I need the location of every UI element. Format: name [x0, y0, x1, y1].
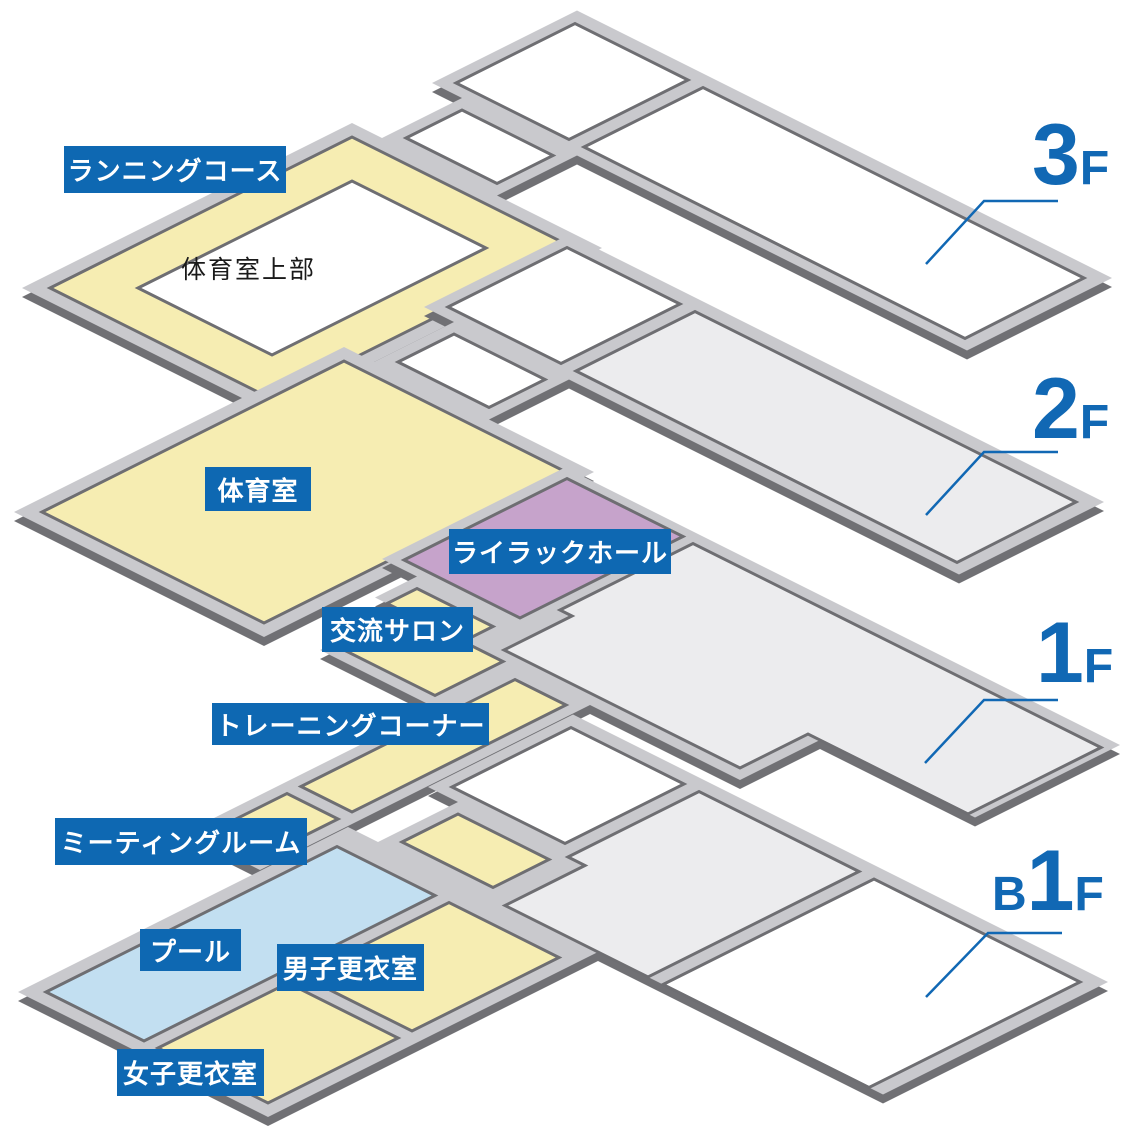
leader-line-1f: [924, 698, 1058, 764]
floor-tag-1f-suffix: F: [1083, 640, 1113, 693]
floor-tag-3f-number: 3: [1032, 107, 1080, 203]
floor-tag-1f-number: 1: [1036, 605, 1084, 701]
label-gym-upper: 体育室上部: [181, 256, 317, 284]
floor-tag-b1f-prefix: B: [992, 868, 1027, 921]
label-womens-locker: 女子更衣室: [117, 1049, 264, 1096]
room-3f-band-small: [452, 21, 692, 142]
label-meeting-room: ミーティングルーム: [55, 818, 307, 865]
floor-tag-3f-suffix: F: [1079, 142, 1109, 195]
label-gym: 体育室: [205, 467, 311, 511]
room-mens-locker: [298, 900, 563, 1033]
leader-line-2f: [925, 450, 1058, 516]
room-b1f-corridor: [398, 812, 553, 890]
floor-tag-2f-suffix: F: [1079, 396, 1109, 449]
room-b1f-gray-hall: [501, 789, 863, 979]
floor-b1f: [18, 714, 1108, 1126]
leader-line-3f: [925, 199, 1058, 265]
label-training-corner: トレーニングコーナー: [212, 703, 489, 745]
label-running-course: ランニングコース: [64, 146, 286, 193]
room-2f-connector: [394, 332, 549, 410]
leader-lines: [924, 199, 1062, 998]
room-b1f-band-small: [448, 725, 688, 846]
leader-line-b1f: [925, 931, 1062, 998]
floor-tag-b1f-number: 1: [1026, 833, 1075, 929]
room-3f-hall: [580, 85, 1088, 341]
room-2f-hall: [572, 309, 1080, 565]
room-3f-connector: [402, 108, 557, 186]
floor-tag-2f-number: 2: [1032, 361, 1080, 457]
room-gym-upper: [134, 179, 490, 357]
room-1f-hall: [500, 541, 1105, 816]
room-b1f-main-hall: [659, 877, 1084, 1090]
room-2f-band-small: [444, 245, 684, 366]
floor-tag-b1f-suffix: F: [1074, 868, 1104, 921]
label-salon: 交流サロン: [322, 607, 473, 652]
label-mens-locker: 男子更衣室: [277, 944, 424, 991]
floor-2f: [14, 234, 1104, 646]
label-pool: プール: [140, 929, 241, 971]
label-lilac-hall: ライラックホール: [449, 529, 671, 574]
floor-3f: [22, 10, 1112, 422]
